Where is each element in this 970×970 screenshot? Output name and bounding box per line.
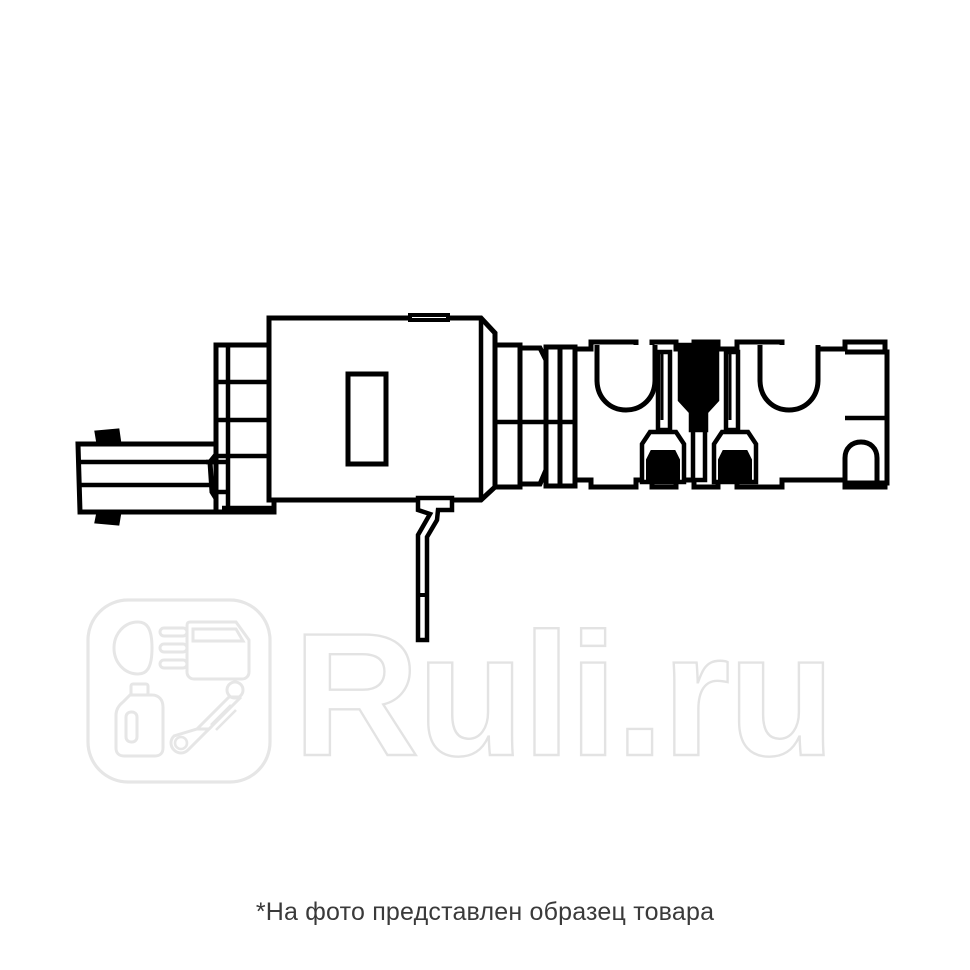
valve-spool-ports: [572, 339, 888, 490]
connector-collar: [206, 342, 277, 515]
sample-photo-disclaimer: *На фото представлен образец товара: [255, 898, 715, 926]
body-label-window: [345, 371, 389, 467]
electrical-connector-plug: [75, 428, 225, 526]
o-ring-grooves: [492, 342, 578, 490]
solenoid-body: [266, 313, 515, 503]
valve-tip: [842, 349, 890, 486]
mounting-bracket-pin: [415, 495, 455, 643]
